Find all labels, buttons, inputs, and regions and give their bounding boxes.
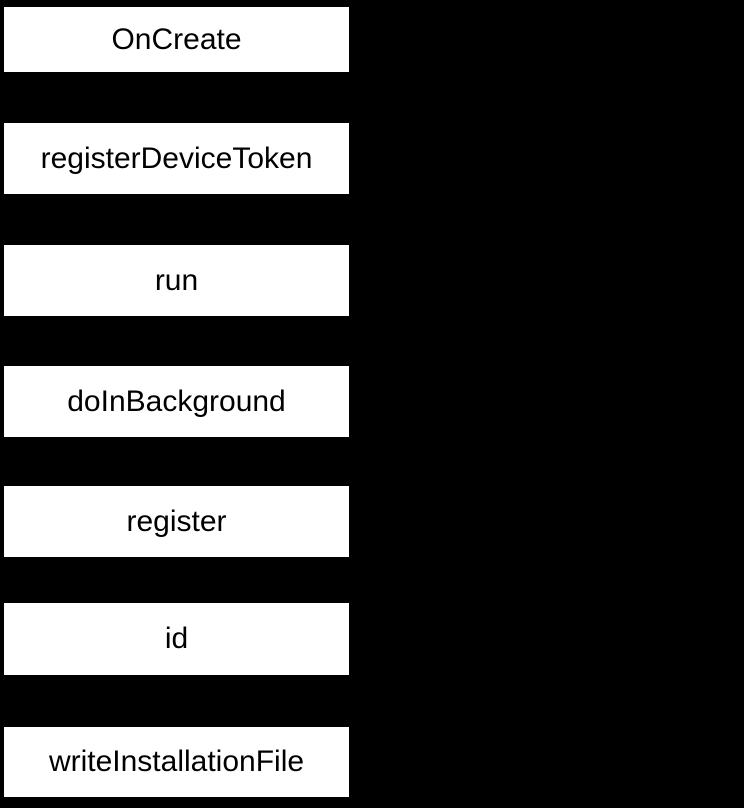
diagram-node-oncreate: OnCreate	[4, 7, 349, 72]
diagram-node-label: writeInstallationFile	[48, 745, 305, 778]
diagram-node-label: run	[154, 263, 199, 297]
diagram-node-label: OnCreate	[111, 22, 242, 56]
diagram-node-label: doInBackground	[67, 384, 286, 418]
diagram-node-label: register	[126, 504, 227, 538]
diagram-node-writeinstallationfile: writeInstallationFile	[4, 727, 349, 797]
diagram-node-register: register	[4, 486, 349, 557]
diagram-node-label: registerDeviceToken	[40, 141, 313, 175]
diagram-node-label: id	[164, 622, 189, 655]
diagram-node-registerdevicetoken: registerDeviceToken	[4, 123, 349, 194]
diagram-node-id: id	[4, 603, 349, 675]
diagram-node-run: run	[4, 245, 349, 316]
diagram-node-doinbackground: doInBackground	[4, 366, 349, 437]
